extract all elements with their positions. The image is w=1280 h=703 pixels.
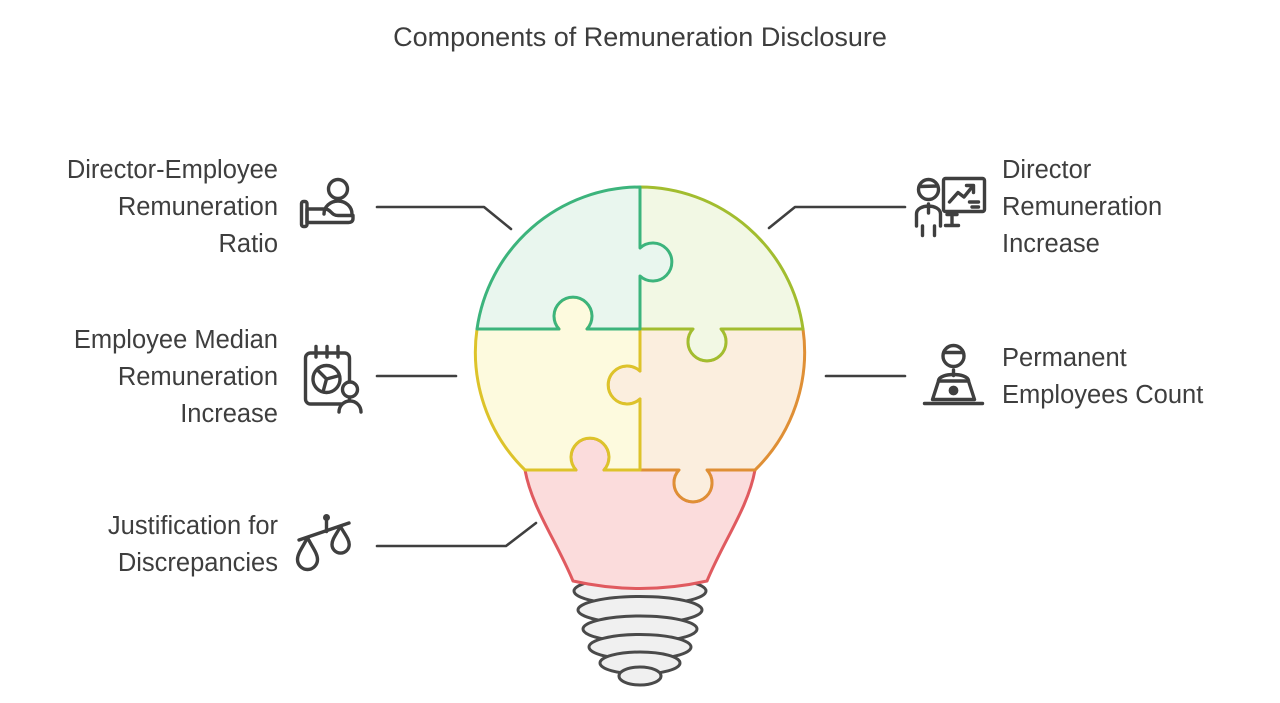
label-director-employee-remuneration-ratio: Director-Employee Remuneration Ratio — [66, 156, 278, 258]
label-justification-for-discrepancies: Justification for Discrepancies — [107, 512, 278, 577]
connector-director-employee-ratio — [375, 205, 513, 231]
puzzle-piece-top-left — [475, 185, 674, 331]
page-title: Components of Remuneration Disclosure — [393, 22, 887, 52]
presenter-trend-board-icon — [914, 176, 987, 238]
connector-director-remuneration-increase — [767, 205, 907, 230]
label-employee-median-remuneration-increase: Employee Median Remuneration Increase — [73, 326, 278, 428]
person-at-laptop-icon — [922, 343, 985, 406]
calendar-pie-person-icon — [303, 344, 363, 414]
balance-scales-icon — [295, 513, 351, 572]
label-permanent-employees-count: Permanent Employees Count — [1002, 344, 1204, 409]
connector-justification-discrepancies — [375, 521, 538, 548]
bulb-screw-base — [572, 575, 708, 687]
hand-presenting-person-icon — [299, 177, 355, 229]
puzzle-piece-top-right — [638, 185, 805, 363]
label-director-remuneration-increase: Director Remuneration Increase — [1002, 156, 1163, 258]
